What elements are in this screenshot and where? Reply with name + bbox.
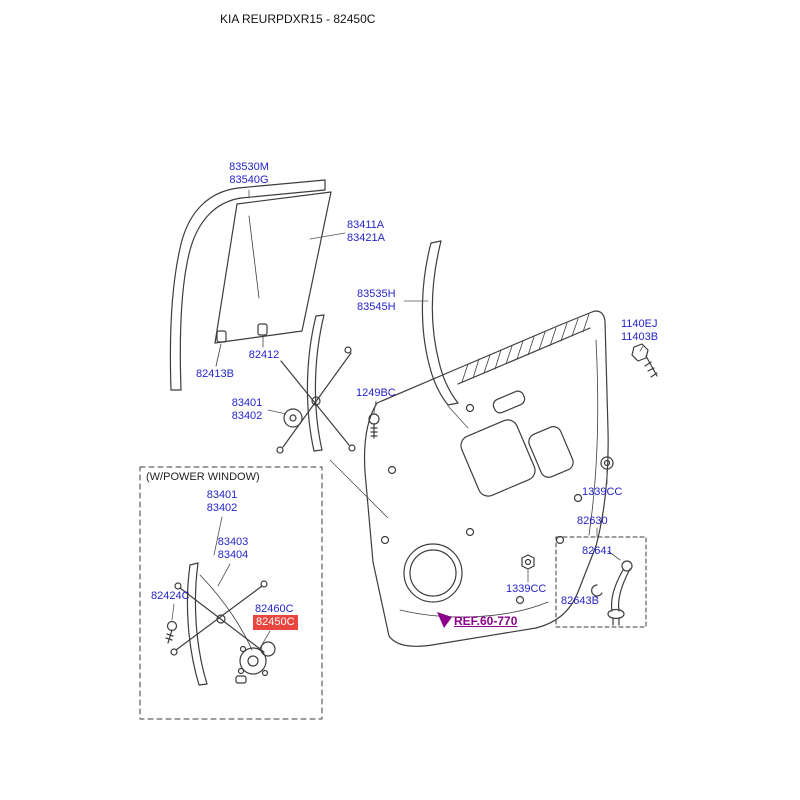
ref-arrow-icon <box>437 612 452 628</box>
leader-lines <box>171 189 644 649</box>
part-label-1140ej-11403b[interactable]: 1140EJ 11403B <box>621 318 658 344</box>
part-number: 1140EJ <box>621 318 658 330</box>
part-label-1249bc[interactable]: 1249BC <box>356 387 396 399</box>
part-number: 83402 <box>206 502 238 514</box>
rear-channel-drawing <box>421 240 459 406</box>
part-label-82630[interactable]: 82630 <box>577 515 608 527</box>
part-label-82413b[interactable]: 82413B <box>196 368 234 380</box>
grommet-lower-drawing <box>521 554 535 570</box>
bolt-82424c-drawing <box>165 620 178 644</box>
grommet-upper-drawing <box>600 456 614 470</box>
part-number: 83401 <box>206 489 238 501</box>
part-label-1339cc-upper[interactable]: 1339CC <box>582 486 623 498</box>
motor-82450c-drawing <box>235 641 276 684</box>
part-label-82460c[interactable]: 82460C <box>255 603 294 615</box>
window-glass-drawing <box>214 191 332 344</box>
part-number: 83421A <box>347 232 385 244</box>
page-title: KIA REURPDXR15 - 82450C <box>220 12 376 26</box>
power-window-caption: (W/POWER WINDOW) <box>146 471 260 483</box>
ref-link-60-770[interactable]: REF.60-770 <box>454 614 518 628</box>
handle-assembly-drawing <box>555 536 647 628</box>
part-number: 83402 <box>231 410 263 422</box>
bolt-1249bc-drawing <box>368 413 380 439</box>
part-label-82450c-selected[interactable]: 82450C <box>253 615 298 630</box>
part-label-82641[interactable]: 82641 <box>582 545 613 557</box>
part-label-pw-83403-83404[interactable]: 83403 83404 <box>207 536 259 562</box>
manual-regulator-drawing <box>276 314 356 454</box>
door-panel-drawing <box>363 310 609 647</box>
part-label-82424c[interactable]: 82424C <box>151 590 190 602</box>
part-label-1339cc-lower[interactable]: 1339CC <box>506 583 547 595</box>
part-number: 83530M <box>229 161 269 173</box>
part-label-83411a-83421a[interactable]: 83411A 83421A <box>347 219 385 245</box>
part-number: 83535H <box>357 288 396 300</box>
glass-run-drawing <box>169 179 326 391</box>
power-window-box <box>139 466 323 720</box>
glass-clip-82413b-drawing <box>215 330 227 367</box>
part-label-pw-83401-83402[interactable]: 83401 83402 <box>196 489 248 515</box>
part-number: 83411A <box>347 219 385 231</box>
part-number: 83403 <box>217 536 249 548</box>
glass-clip-82412-drawing <box>257 323 268 348</box>
part-number: 83404 <box>217 549 249 561</box>
part-label-83401-83402[interactable]: 83401 83402 <box>221 397 273 423</box>
part-label-83530m-83540g[interactable]: 83530M 83540G <box>221 161 277 187</box>
door-bolt-drawing <box>631 343 658 378</box>
part-label-83535h-83545h[interactable]: 83535H 83545H <box>357 288 396 314</box>
part-number: 83545H <box>357 301 396 313</box>
part-label-82643b[interactable]: 82643B <box>561 595 599 607</box>
part-number: 83401 <box>231 397 263 409</box>
part-number: 83540G <box>229 174 269 186</box>
part-number: 11403B <box>621 331 659 343</box>
power-regulator-drawing <box>170 562 268 686</box>
part-label-82412[interactable]: 82412 <box>248 349 280 361</box>
